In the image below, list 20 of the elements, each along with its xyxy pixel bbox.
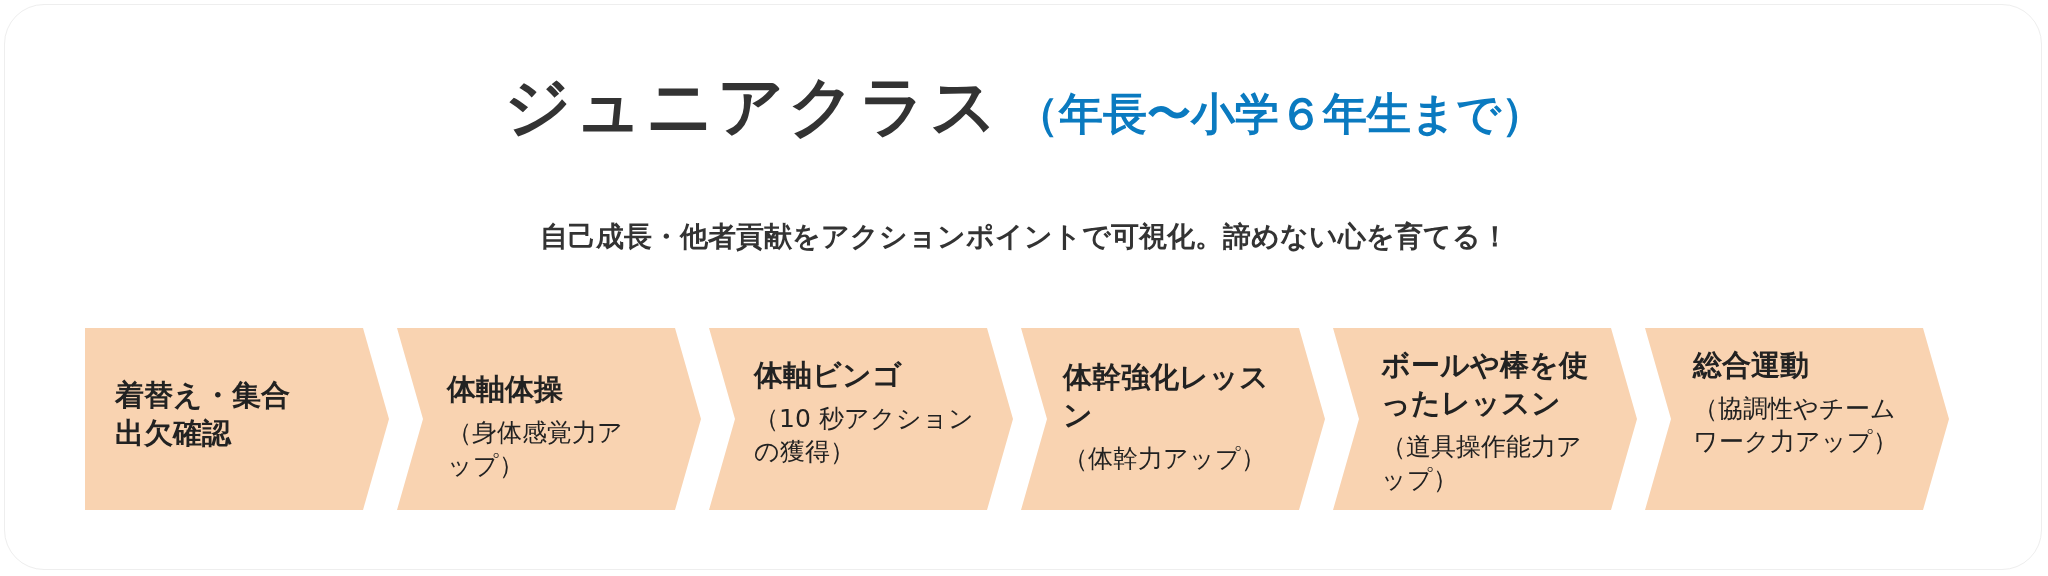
chevron-step xyxy=(1645,328,1949,510)
step-title: 体軸ビンゴ xyxy=(754,357,903,394)
chevron-step xyxy=(85,328,389,510)
chevron-step xyxy=(397,328,701,510)
subtitle: （年長〜小学６年生まで） xyxy=(1014,88,1545,139)
step-description: （身体感覚力アップ） xyxy=(447,417,624,482)
step-title: 体幹強化レッスン xyxy=(1063,359,1270,434)
step-description: （10 秒アクションの獲得） xyxy=(754,403,975,468)
step-title: 体軸体操 xyxy=(447,371,564,408)
chevron-step xyxy=(1021,328,1325,510)
chevron-step xyxy=(1333,328,1637,510)
title: ジュニアクラス xyxy=(503,68,1001,145)
step-title: ボールや棒を使ったレッスン xyxy=(1381,347,1589,422)
step-description: （協調性やチームワーク力アップ） xyxy=(1693,393,1899,458)
step-title: 着替え・集合出欠確認 xyxy=(115,377,291,452)
step-description: （道具操作能力アップ） xyxy=(1381,431,1583,496)
tagline: 自己成長・他者貢献をアクションポイントで可視化。諦めない心を育てる！ xyxy=(538,219,1510,255)
step-description: （体幹力アップ） xyxy=(1063,443,1267,475)
chevron-step xyxy=(709,328,1013,510)
step-title: 総合運動 xyxy=(1693,347,1810,384)
